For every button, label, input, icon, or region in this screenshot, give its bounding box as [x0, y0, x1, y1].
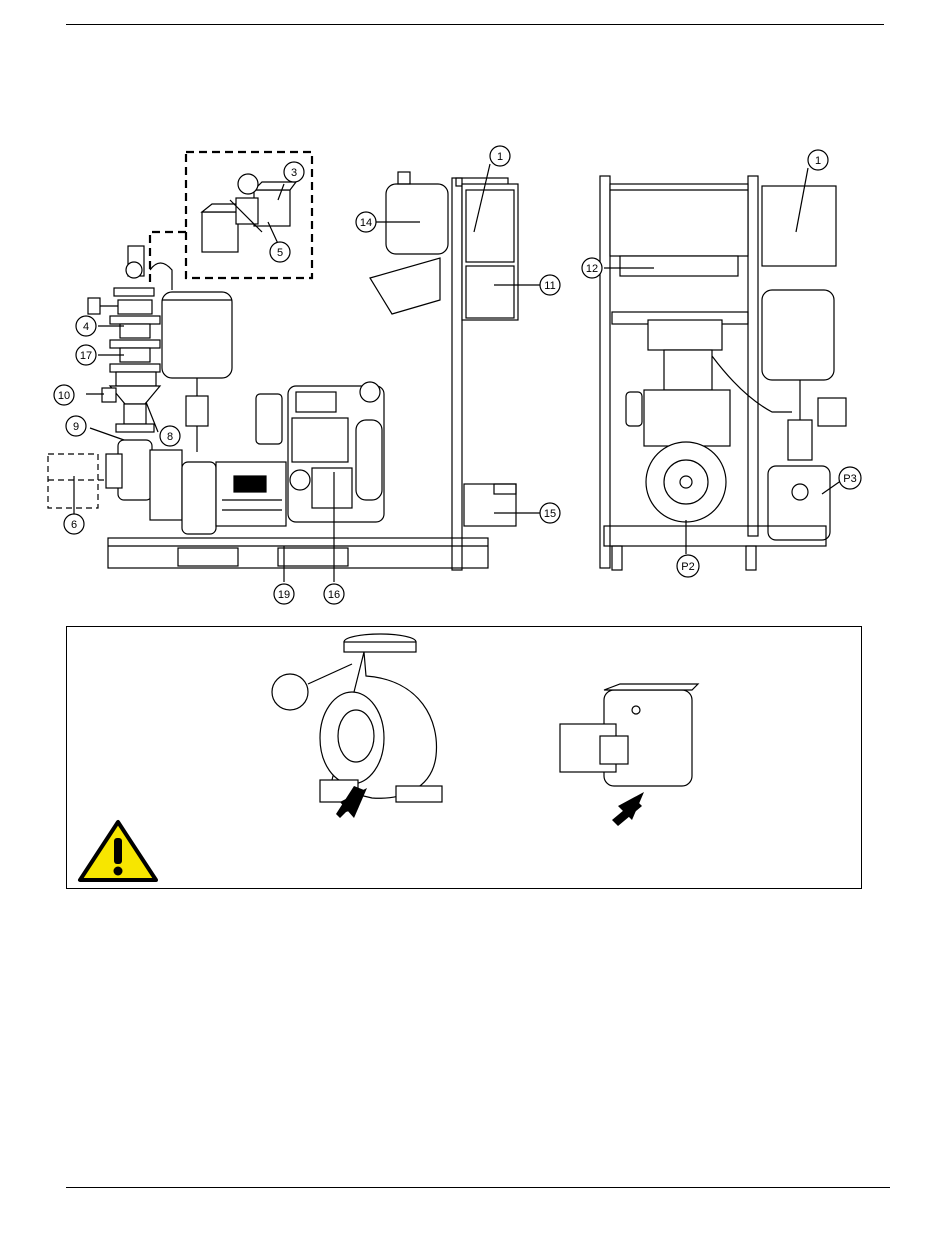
- panel-post: [452, 178, 462, 570]
- callout-p3-label: P3: [843, 473, 856, 485]
- callout-17-label: 17: [80, 350, 92, 362]
- right-frame-left-post: [600, 176, 610, 568]
- callout-12-label: 12: [586, 263, 598, 275]
- callout-1-side-label: 1: [815, 155, 821, 167]
- callout-4-label: 4: [83, 321, 89, 333]
- base-frame: [108, 538, 488, 568]
- callout-14-label: 14: [360, 217, 372, 229]
- callout-19-label: 19: [278, 589, 290, 601]
- main-pump-body: [150, 450, 182, 520]
- engine-pulley: [646, 442, 726, 522]
- callout-5-label: 5: [277, 247, 283, 259]
- callout-10-label: 10: [58, 390, 70, 402]
- callout-p2-label: P2: [681, 561, 694, 573]
- callout-6-label: 6: [71, 519, 77, 531]
- electric-motor: [216, 462, 286, 526]
- callout-1-main-label: 1: [497, 151, 503, 163]
- right-pressure-tank: [762, 290, 834, 380]
- callout-8-label: 8: [167, 431, 173, 443]
- warning-box: [66, 626, 862, 889]
- callout-9-label: 9: [73, 421, 79, 433]
- callout-11-label: 11: [544, 280, 555, 292]
- side-control-panel: [762, 186, 836, 266]
- footer-rule: [66, 1187, 890, 1188]
- pressure-tank: [162, 292, 232, 378]
- jockey-pump: [768, 466, 830, 540]
- battery: [464, 484, 516, 526]
- callout-3-label: 3: [291, 167, 297, 179]
- control-panel: [462, 184, 518, 320]
- callout-16-label: 16: [328, 589, 340, 601]
- fuel-tank: [386, 184, 448, 254]
- callout-15-label: 15: [544, 508, 556, 520]
